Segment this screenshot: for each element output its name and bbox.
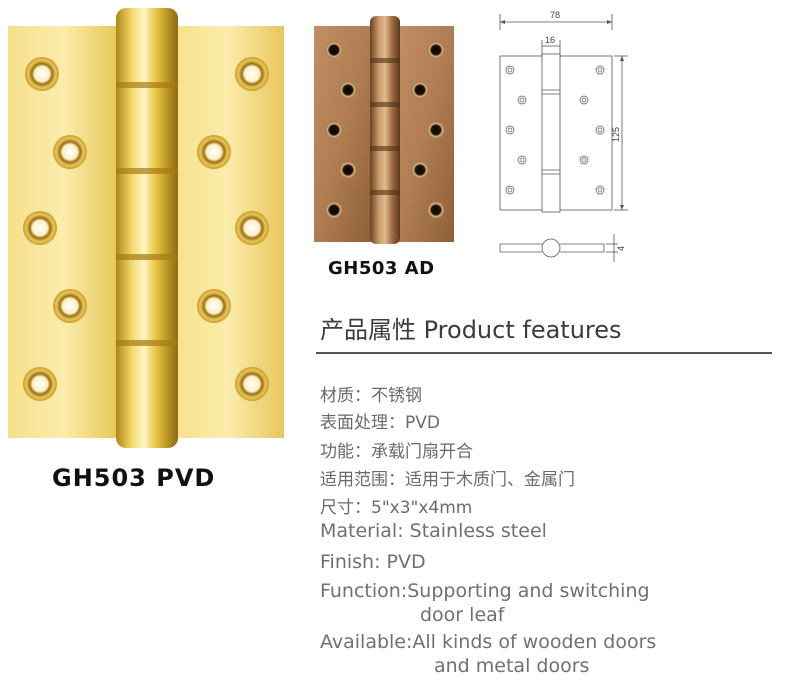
spec-available-en-line1: Available:All kinds of wooden doors xyxy=(320,631,657,653)
spec-available-en-line2: and metal doors xyxy=(434,655,590,677)
spec-material-cn: 材质：不锈钢 xyxy=(320,386,422,406)
spec-function-en-line2: door leaf xyxy=(420,604,505,626)
spec-function-cn: 功能：承载门扇开合 xyxy=(320,442,473,462)
spec-finish-en: Finish: PVD xyxy=(320,551,426,573)
spec-function-en-line1: Function:Supporting and switching xyxy=(320,580,650,602)
product-caption-pvd: GH503 PVD xyxy=(52,464,216,492)
gold-hinge-image xyxy=(6,4,288,450)
technical-drawing: 78 16 125 xyxy=(492,6,642,274)
thickness-dimension-label: 4 xyxy=(616,246,626,251)
product-caption-ad: GH503 AD xyxy=(328,258,435,279)
spec-size-cn: 尺寸：5"x3"x4mm xyxy=(320,498,473,518)
knuckle-dimension-label: 16 xyxy=(545,35,555,45)
spec-application-cn: 适用范围：适用于木质门、金属门 xyxy=(320,470,575,490)
section-divider xyxy=(316,352,772,354)
bronze-hinge-image xyxy=(312,14,458,246)
spec-finish-cn: 表面处理：PVD xyxy=(320,413,440,433)
section-title: 产品属性 Product features xyxy=(320,316,622,344)
spec-material-en: Material: Stainless steel xyxy=(320,520,547,542)
height-dimension-label: 125 xyxy=(611,127,621,142)
width-dimension-label: 78 xyxy=(550,10,560,20)
